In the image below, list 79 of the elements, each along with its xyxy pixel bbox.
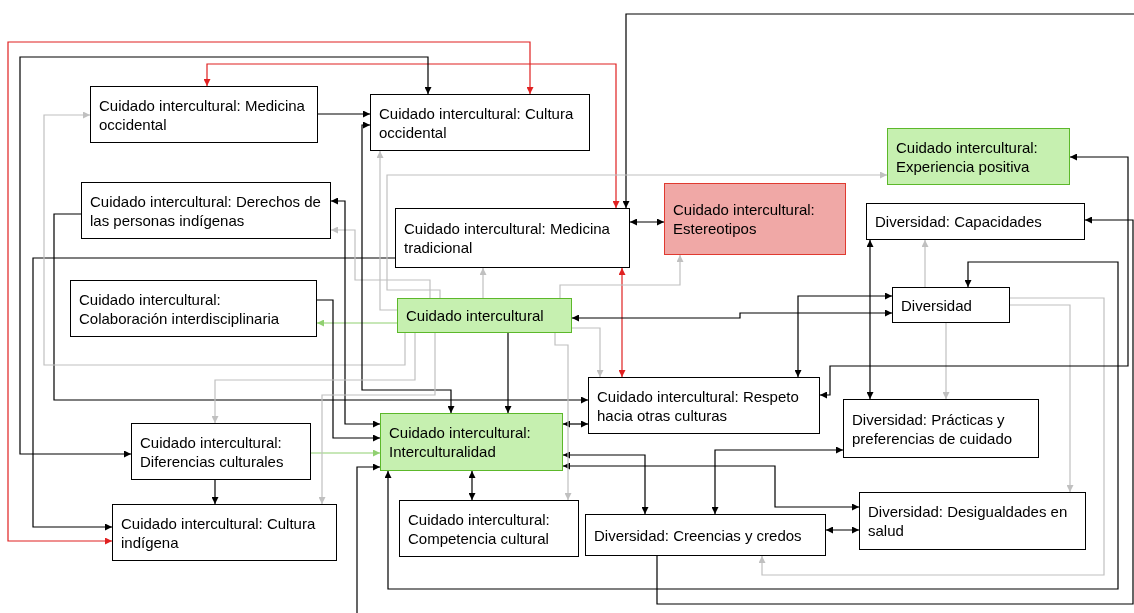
concept-box — [588, 377, 820, 434]
concept-box — [90, 86, 318, 143]
arrow — [622, 13, 1134, 209]
concept-label: Cuidado intercultural — [406, 306, 545, 325]
arrow — [656, 216, 1134, 605]
concept-box — [370, 94, 590, 151]
arrow — [376, 150, 398, 311]
arrow — [571, 309, 893, 322]
arrow — [330, 197, 381, 428]
arrow — [819, 153, 1129, 399]
arrow — [1009, 304, 1074, 493]
concept-label: Cuidado intercultural: Colaboración interdisciplinaria — [79, 289, 281, 328]
concept-box — [380, 413, 563, 471]
arrow — [921, 239, 929, 288]
concept-label: Cuidado intercultural: Derechos de las personas indígenas — [90, 191, 322, 230]
arrow — [316, 319, 398, 327]
arrow — [316, 299, 381, 442]
concept-label: Cuidado intercultural: Cultura occidental — [379, 103, 575, 142]
concept-label: Diversidad: Prácticas y preferencias de cuidado — [852, 409, 1014, 448]
arrow — [825, 526, 860, 534]
arrow — [562, 420, 589, 428]
concept-box — [112, 504, 337, 561]
concept-label: Diversidad: Desigualdades en salud — [868, 502, 1069, 540]
arrow — [386, 171, 888, 299]
concept-box — [859, 492, 1086, 550]
concept-label: Cuidado intercultural: Competencia cultural — [408, 509, 551, 548]
arrow — [562, 462, 860, 511]
arrow — [504, 332, 512, 414]
arrow — [310, 449, 381, 457]
arrow — [479, 267, 487, 299]
concept-box — [81, 182, 331, 239]
concept-box — [585, 514, 826, 556]
arrow — [571, 327, 604, 378]
concept-label: Cuidado intercultural: Estereotipos — [673, 200, 816, 238]
concept-label: Cuidado intercultural: Medicina tradicional — [404, 219, 611, 257]
arrow — [942, 322, 950, 400]
concept-box — [399, 500, 579, 557]
arrow — [554, 332, 572, 501]
arrow — [330, 226, 431, 299]
arrow — [562, 451, 649, 515]
arrow — [384, 261, 1119, 590]
arrow — [317, 110, 371, 118]
arrow — [361, 121, 455, 414]
concept-box — [887, 128, 1070, 185]
concept-label: Diversidad: Creencias y credos — [594, 525, 803, 545]
arrow — [19, 56, 432, 458]
arrow — [629, 218, 665, 226]
concept-label: Diversidad — [901, 295, 973, 315]
arrow — [211, 332, 416, 424]
concept-box — [843, 399, 1039, 458]
concept-box — [664, 183, 846, 255]
arrow — [711, 446, 844, 515]
concept-box — [395, 208, 630, 268]
concept-label: Cuidado intercultural: Cultura indígena — [121, 513, 317, 552]
arrow — [794, 292, 893, 378]
arrow — [468, 470, 476, 501]
arrow — [318, 332, 436, 505]
arrow — [559, 254, 684, 299]
arrow — [618, 267, 626, 378]
concept-label: Cuidado intercultural: Medicina occidental — [99, 95, 306, 134]
concept-box — [866, 203, 1085, 240]
arrow — [203, 63, 620, 209]
concept-label: Cuidado intercultural: Interculturalidad — [389, 423, 532, 461]
concept-box — [892, 287, 1010, 323]
arrow — [866, 239, 874, 400]
concept-box — [131, 423, 311, 480]
arrow — [43, 111, 406, 366]
concept-box — [397, 298, 572, 333]
concept-box — [70, 280, 317, 337]
arrow — [758, 297, 1105, 576]
arrow — [211, 479, 219, 505]
arrow — [356, 463, 381, 613]
concept-label: Cuidado intercultural: Respeto hacia otras culturas — [597, 386, 800, 425]
concept-label: Diversidad: Capacidades — [875, 212, 1043, 231]
arrow — [53, 213, 589, 404]
concept-label: Cuidado intercultural: Diferencias culturales — [140, 432, 285, 471]
arrow — [32, 257, 396, 531]
arrow — [7, 41, 534, 545]
concept-label: Cuidado intercultural: Experiencia positiva — [896, 137, 1039, 176]
